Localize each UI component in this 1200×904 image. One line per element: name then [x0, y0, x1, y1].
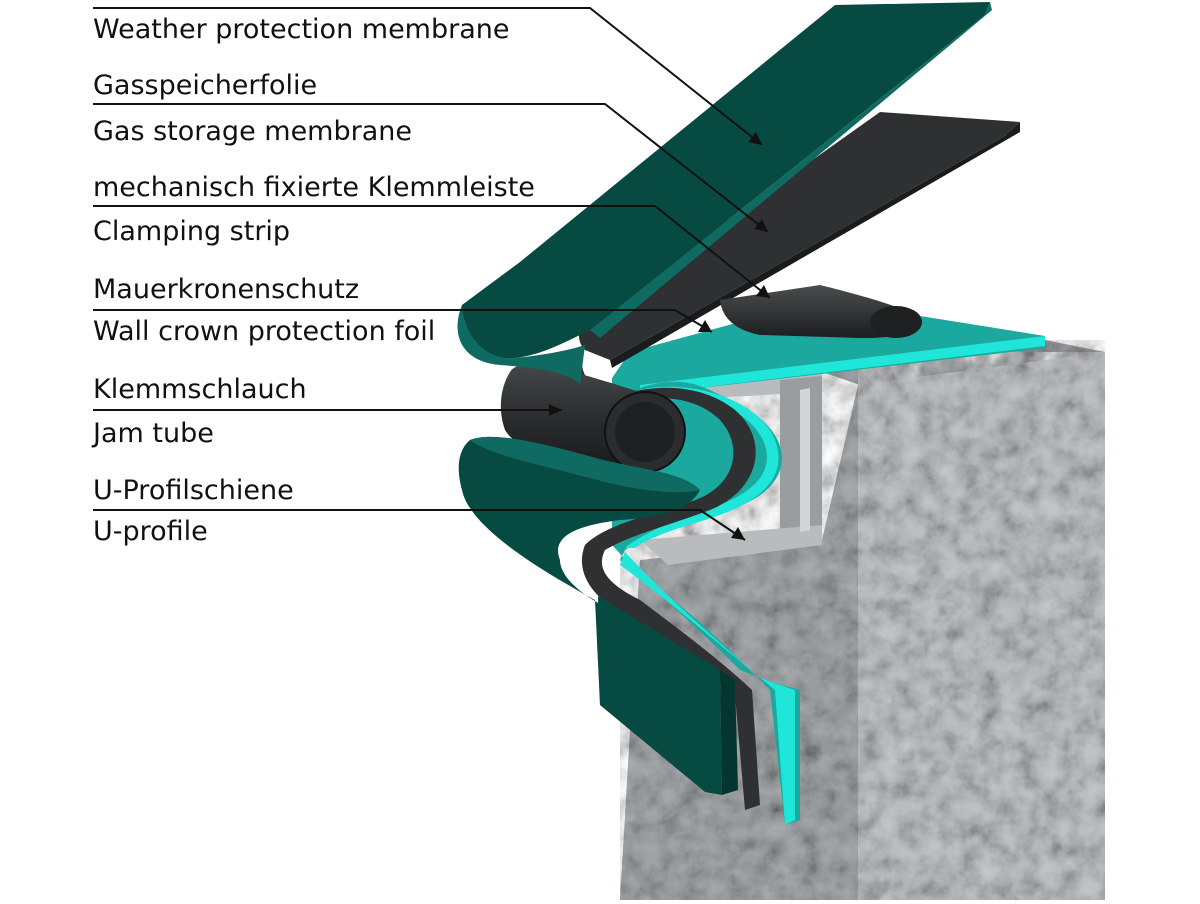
wall-crown-foil-top	[612, 300, 1045, 395]
weather-membrane-top	[460, 2, 991, 359]
concrete-wall-top	[822, 340, 1105, 385]
arrowhead-weather	[748, 132, 762, 145]
label-wall-crown-protection-foil: Wall crown protection foil	[93, 316, 436, 347]
weather-membrane-fold-upper	[457, 305, 585, 385]
label-klemmschlauch: Klemmschlauch	[93, 374, 307, 405]
leader-line-uprofile	[93, 509, 746, 541]
weather-membrane-lower-lip-top	[470, 436, 700, 493]
leader-line-crown	[93, 309, 713, 333]
concrete-wall-side	[858, 352, 1105, 900]
label-weather-protection-membrane: Weather protection membrane	[93, 14, 510, 45]
weather-membrane-lower-lip	[458, 436, 700, 705]
leader-lines	[93, 7, 771, 541]
label-u-profile: U-profile	[93, 516, 208, 547]
arrowhead-uprofile	[731, 527, 745, 540]
label-klemmleiste: mechanisch fixierte Klemmleiste	[93, 172, 535, 203]
label-u-profilschiene: U-Profilschiene	[93, 475, 294, 506]
label-gas-storage-membrane: Gas storage membrane	[93, 116, 412, 147]
leader-arrowheads	[549, 132, 770, 540]
u-profile-inner	[800, 388, 810, 532]
clamping-strip	[720, 285, 922, 338]
gas-storage-membrane-top	[578, 112, 1020, 360]
arrowhead-gas	[754, 219, 768, 232]
weather-membrane-top-edge	[590, 2, 992, 338]
arrowhead-jam	[549, 404, 562, 416]
label-clamping-strip: Clamping strip	[93, 216, 291, 247]
arrowhead-crown	[698, 320, 712, 332]
label-jam-tube: Jam tube	[93, 418, 214, 449]
weather-membrane-skirt	[598, 596, 722, 795]
weather-protection-membrane	[457, 2, 992, 795]
leader-line-weather	[93, 7, 763, 146]
clamping-strip-body	[720, 285, 921, 338]
clamping-strip-end	[870, 306, 922, 338]
wall-crown-foil-loop-edge	[625, 386, 779, 548]
label-gasspeicherfolie: Gasspeicherfolie	[93, 70, 318, 101]
arrowhead-clamp	[756, 285, 770, 298]
leader-line-gas	[93, 103, 769, 233]
leader-line-clamp	[93, 205, 771, 299]
u-profile-bottom-flange	[640, 525, 822, 565]
wall-crown-foil-edge	[640, 336, 1045, 395]
label-mauerkronenschutz: Mauerkronenschutz	[93, 274, 360, 305]
gas-storage-membrane-underside	[610, 122, 1020, 368]
jam-tube-end-inner	[615, 402, 675, 462]
jam-tube	[500, 364, 686, 473]
weather-membrane-skirt-side	[720, 670, 738, 795]
